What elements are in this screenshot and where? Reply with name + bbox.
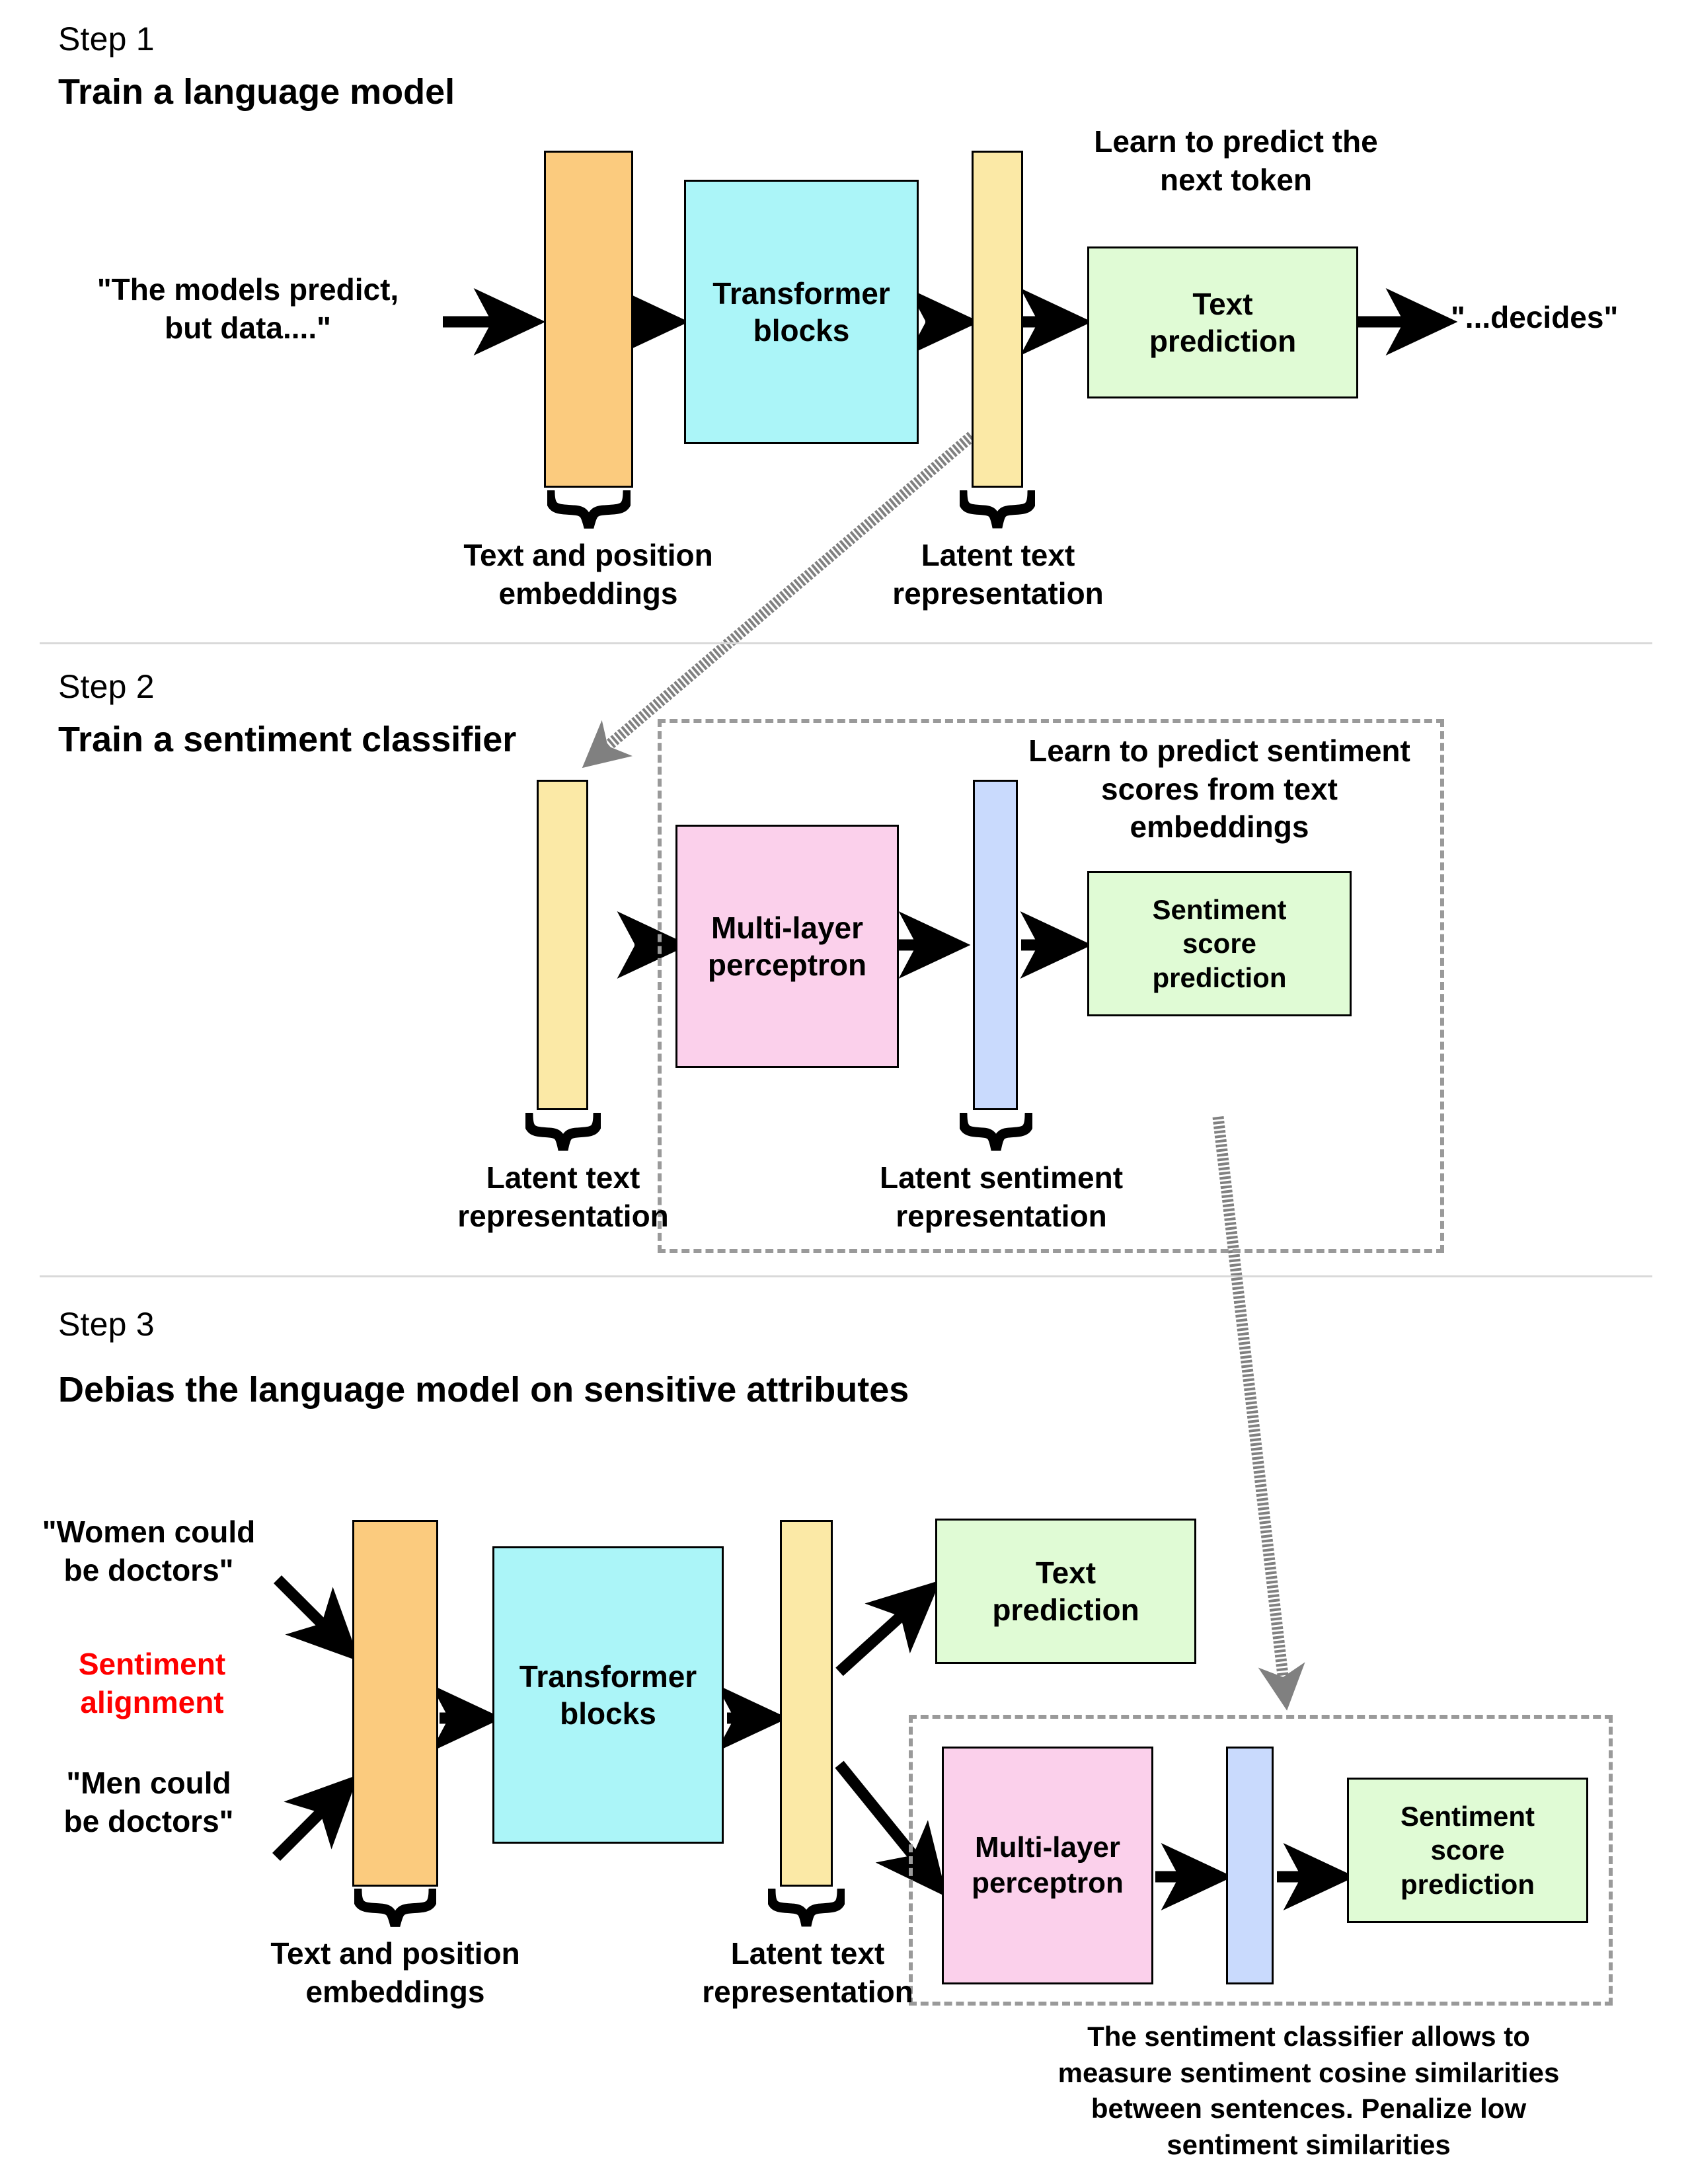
step1-embeddings-bar bbox=[544, 151, 633, 488]
step2-latent-sentiment-brace-label: Latent sentiment representation bbox=[879, 1160, 1124, 1233]
step1-latent-bar bbox=[972, 151, 1023, 488]
step3-label: Step 3 bbox=[58, 1306, 155, 1343]
step3-text-prediction-block: Text prediction bbox=[935, 1519, 1196, 1664]
step1-embeddings-brace-label: Text and position embeddings bbox=[463, 538, 713, 611]
step2-annotation: Learn to predict sentiment scores from t… bbox=[1028, 734, 1410, 844]
step2-latent-sentiment-brace bbox=[960, 1113, 1032, 1155]
step1-transformer-block: Transformer blocks bbox=[684, 180, 919, 444]
step1-text-prediction-block: Text prediction bbox=[1087, 246, 1358, 398]
step3-caption: The sentiment classifier allows to measu… bbox=[1057, 2021, 1560, 2160]
step3-sentiment-prediction-label: Sentiment score prediction bbox=[1400, 1801, 1535, 1900]
step1-latent-brace-label: Latent text representation bbox=[892, 538, 1104, 611]
step1-output-text: "...decides" bbox=[1451, 300, 1619, 334]
step1-annotation: Learn to predict the next token bbox=[1094, 124, 1378, 197]
section-separator-1 bbox=[40, 642, 1652, 644]
step3-latent-bar bbox=[780, 1520, 833, 1887]
step3-latent-brace-label: Latent text representation bbox=[702, 1936, 913, 2009]
step3-transformer-label: Transformer blocks bbox=[519, 1659, 697, 1731]
step2-mlp-label: Multi-layer perceptron bbox=[707, 910, 867, 982]
step2-latent-text-brace-label: Latent text representation bbox=[457, 1160, 669, 1233]
step2-latent-text-bar bbox=[537, 780, 588, 1110]
step3-sentiment-bar bbox=[1226, 1747, 1274, 1984]
step1-latent-brace bbox=[960, 490, 1035, 533]
step3-sentiment-prediction-block: Sentiment score prediction bbox=[1347, 1778, 1588, 1923]
step3-mlp-label: Multi-layer perceptron bbox=[972, 1831, 1124, 1899]
step1-input-text: "The models predict, but data...." bbox=[96, 272, 399, 345]
step3-sentiment-alignment-label: Sentiment alignment bbox=[78, 1647, 226, 1719]
step1-transformer-label: Transformer blocks bbox=[712, 276, 890, 348]
step1-label: Step 1 bbox=[58, 20, 155, 57]
step3-embeddings-brace bbox=[354, 1889, 436, 1931]
step3-classifier-dashed-region bbox=[909, 1715, 1613, 2006]
step1-text-prediction-label: Text prediction bbox=[1149, 286, 1297, 358]
step1-embeddings-brace bbox=[547, 490, 631, 533]
step2-title: Train a sentiment classifier bbox=[58, 720, 517, 759]
step2-sentiment-prediction-label: Sentiment score prediction bbox=[1152, 894, 1287, 993]
step2-sentiment-prediction-block: Sentiment score prediction bbox=[1087, 871, 1352, 1016]
step3-embeddings-bar bbox=[352, 1520, 438, 1887]
step3-latent-brace bbox=[768, 1889, 845, 1931]
step2-mlp-block: Multi-layer perceptron bbox=[675, 825, 899, 1068]
step3-title: Debias the language model on sensitive a… bbox=[58, 1370, 909, 1410]
step3-transformer-block: Transformer blocks bbox=[492, 1546, 724, 1844]
step3-text-prediction-label: Text prediction bbox=[992, 1555, 1139, 1627]
step3-input-bottom: "Men could be doctors" bbox=[63, 1766, 234, 1838]
step2-classifier-dashed-region bbox=[658, 719, 1444, 1253]
step2-label: Step 2 bbox=[58, 668, 155, 705]
step2-latent-sentiment-bar bbox=[973, 780, 1018, 1110]
step3-embeddings-brace-label: Text and position embeddings bbox=[270, 1936, 520, 2009]
section-separator-2 bbox=[40, 1275, 1652, 1277]
step3-input-top: "Women could be doctors" bbox=[42, 1515, 256, 1587]
step1-title: Train a language model bbox=[58, 72, 455, 112]
step3-mlp-block: Multi-layer perceptron bbox=[942, 1747, 1153, 1984]
step2-latent-text-brace bbox=[525, 1113, 601, 1155]
